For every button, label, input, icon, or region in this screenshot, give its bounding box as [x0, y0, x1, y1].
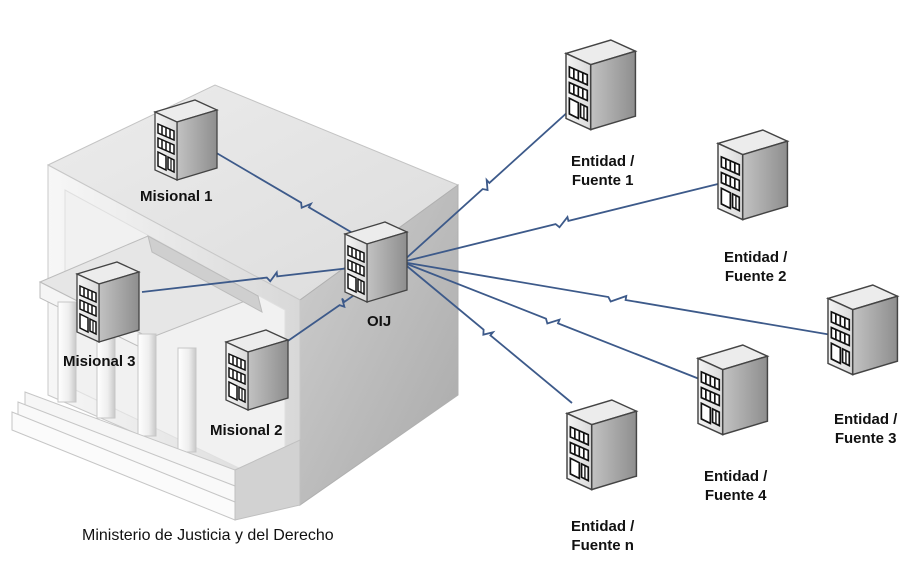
node-misional-2 [225, 329, 289, 411]
misional-3-label: Misional 3 [63, 353, 136, 370]
fuente-2-label: Entidad /Fuente 2 [724, 249, 788, 285]
hub-oij-label: OIJ [367, 313, 392, 330]
misional-2-label: Misional 2 [210, 422, 283, 439]
node-fuente-n [566, 399, 638, 491]
link-misional-3 [141, 261, 403, 293]
node-fuente-2 [717, 129, 789, 221]
node-hub-oij [344, 221, 408, 303]
link-misional-1 [207, 147, 403, 263]
link-fuente-1 [401, 109, 571, 263]
fuente-1-label: Entidad /Fuente 1 [571, 153, 635, 189]
link-fuente-2 [401, 182, 723, 263]
node-fuente-1 [565, 39, 637, 131]
node-misional-1 [154, 99, 218, 181]
fuente-n-label: Entidad /Fuente n [571, 518, 635, 554]
network-links [141, 109, 833, 404]
fuente-4-label: Entidad /Fuente 4 [704, 468, 768, 504]
fuente-3-label: Entidad /Fuente 3 [834, 411, 898, 447]
misional-1-label: Misional 1 [140, 188, 213, 205]
node-fuente-3 [827, 284, 899, 376]
link-fuente-4 [401, 261, 703, 381]
link-fuente-3 [401, 261, 833, 336]
node-misional-3 [76, 261, 140, 343]
link-fuente-n [401, 261, 573, 404]
node-fuente-4 [697, 344, 769, 436]
building-caption: Ministerio de Justicia y del Derecho [82, 527, 334, 544]
